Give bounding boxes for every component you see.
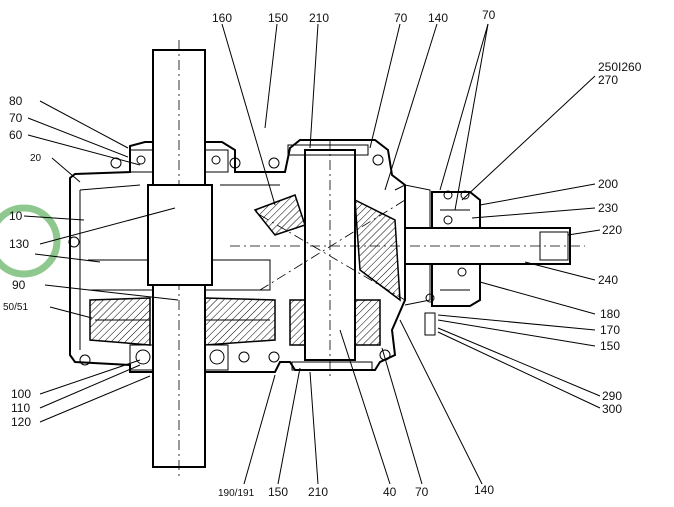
label-150-bottom: 150: [268, 485, 288, 499]
label-110: 110: [11, 401, 30, 415]
label-50-51: 50/51: [3, 302, 28, 313]
label-100: 100: [11, 387, 31, 401]
label-70-topright: 70: [482, 8, 496, 22]
label-160: 160: [212, 11, 232, 25]
label-180: 180: [600, 307, 620, 321]
label-270: 270: [598, 73, 618, 87]
label-170: 170: [600, 323, 620, 337]
label-250-1260: 250I260: [598, 60, 642, 74]
label-210-bottom: 210: [308, 485, 328, 499]
label-190-191: 190/191: [218, 488, 255, 499]
vertical-shaft: [147, 40, 213, 480]
label-200: 200: [598, 177, 618, 191]
label-150-top: 150: [268, 11, 288, 25]
label-70-top: 70: [394, 11, 408, 25]
label-220: 220: [602, 223, 622, 237]
label-140-bottom: 140: [474, 483, 494, 497]
callout-labels: 160 150 210 70 140 70 250I260 270 80 70 …: [3, 8, 642, 499]
leader-lines: [23, 23, 601, 485]
label-230: 230: [598, 201, 618, 215]
top-bearing: [129, 149, 229, 173]
label-70-left: 70: [9, 111, 23, 125]
highlight-circle: [0, 204, 61, 278]
label-20: 20: [30, 153, 42, 164]
label-60: 60: [9, 128, 23, 142]
label-90: 90: [12, 278, 26, 292]
label-210-top: 210: [309, 11, 329, 25]
label-120: 120: [11, 415, 31, 429]
bevel-gear-set: [253, 140, 401, 380]
breather-fitting: [424, 312, 436, 336]
label-290: 290: [602, 389, 622, 403]
label-240: 240: [598, 273, 618, 287]
input-shaft: [230, 199, 585, 301]
label-10: 10: [9, 209, 23, 223]
label-40: 40: [383, 485, 397, 499]
label-140-top: 140: [428, 11, 448, 25]
label-150-right: 150: [600, 339, 620, 353]
label-130: 130: [9, 237, 29, 251]
spur-gear: [89, 297, 276, 346]
bolt-holes: [68, 154, 470, 366]
label-300: 300: [602, 402, 622, 416]
label-70-bottom: 70: [415, 485, 429, 499]
label-80: 80: [9, 94, 23, 108]
